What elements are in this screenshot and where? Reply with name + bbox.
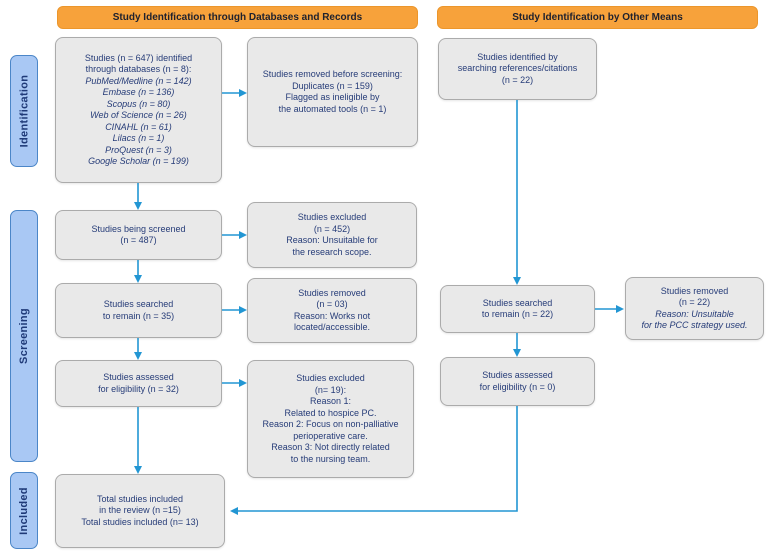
- box-line: Flagged as ineligible by: [285, 92, 380, 102]
- box-line: (n = 452): [313, 223, 351, 234]
- box-line: (n = 22): [501, 74, 534, 85]
- box-removed-before-screening: Studies removed before screening:Duplica…: [247, 37, 418, 147]
- stage-label-identification: Identification: [10, 55, 38, 167]
- box-line: the research scope.: [292, 246, 372, 257]
- box-line: to remain (n = 35): [102, 310, 175, 321]
- box-line: Studies (n = 647) identified: [84, 52, 193, 63]
- box-line: Duplicates (n = 159): [292, 80, 373, 91]
- box-line: through databases (n = 8):: [85, 64, 192, 74]
- box-line: Studies excluded: [296, 373, 365, 383]
- box-line: Studies removed before screening:: [262, 69, 403, 79]
- box-line: Studies assessed: [103, 372, 174, 382]
- box-line: (n = 03): [316, 299, 348, 309]
- box-line: Google Scholar (n = 199): [88, 156, 189, 166]
- stage-label-screening: Screening: [10, 210, 38, 462]
- stage-label-text: Screening: [18, 308, 31, 364]
- header-databases-records: Study Identification through Databases a…: [57, 6, 418, 29]
- box-line: Studies removed: [660, 285, 729, 296]
- box-line: Related to hospice PC.: [284, 407, 377, 418]
- box-line: searching references/citations: [457, 63, 578, 74]
- box-line: CINAHL (n = 61): [105, 121, 172, 132]
- box-line: perioperative care.: [293, 430, 368, 441]
- box-line: the automated tools (n = 1): [278, 103, 387, 114]
- box-line: to remain (n = 22): [481, 309, 554, 319]
- box-line: (n = 487): [120, 235, 157, 245]
- box-studies-screened: Studies being screened(n = 487): [55, 210, 222, 260]
- box-line: Studies searched: [103, 299, 174, 309]
- box-line: Reason 1:: [309, 396, 352, 406]
- box-line: Scopus (n = 80): [106, 98, 171, 109]
- box-line: Lilacs (n = 1): [112, 133, 165, 143]
- header-other-means: Study Identification by Other Means: [437, 6, 758, 29]
- box-line: Studies searched: [482, 297, 553, 308]
- box-line: Reason 2: Focus on non-palliative: [262, 419, 399, 429]
- box-line: located/accessible.: [293, 322, 371, 332]
- stage-label-text: Identification: [18, 74, 30, 148]
- box-line: Total studies included: [96, 493, 184, 504]
- box-line: Studies excluded: [297, 212, 367, 222]
- box-excluded-19: Studies excluded(n= 19):Reason 1:Related…: [247, 360, 414, 478]
- box-line: Studies removed: [298, 287, 366, 298]
- box-line: (n = 22): [678, 297, 711, 307]
- box-line: Total studies included (n= 13): [81, 516, 199, 527]
- box-line: Reason: Works not: [293, 310, 371, 321]
- box-excluded-452: Studies excluded(n = 452)Reason: Unsuita…: [247, 202, 417, 268]
- stage-label-text: Included: [18, 486, 30, 535]
- box-line: Reason: Unsuitable for: [286, 235, 378, 245]
- box-line: in the review (n =15): [99, 505, 181, 516]
- box-line: Studies being screened: [91, 223, 186, 234]
- box-line: Reason 3: Not directly related: [271, 442, 390, 452]
- box-line: for eligibility (n = 0): [479, 381, 556, 392]
- box-line: Reason: Unsuitable: [655, 308, 734, 319]
- box-line: for the PCC strategy used.: [641, 320, 748, 330]
- box-line: Embase (n = 136): [102, 87, 175, 97]
- box-removed-03: Studies removed(n = 03)Reason: Works not…: [247, 278, 417, 343]
- box-line: (n= 19):: [314, 384, 347, 395]
- box-line: to the nursing team.: [290, 453, 371, 464]
- box-line: Web of Science (n = 26): [90, 110, 187, 120]
- box-line: PubMed/Medline (n = 142): [85, 75, 192, 86]
- stage-label-included: Included: [10, 472, 38, 549]
- box-line: for eligibility (n = 32): [98, 383, 179, 394]
- box-line: ProQuest (n = 3): [105, 144, 172, 155]
- box-line: Studies assessed: [482, 370, 553, 380]
- box-line: Studies identified by: [477, 51, 558, 62]
- box-removed-22: Studies removed(n = 22)Reason: Unsuitabl…: [625, 277, 764, 340]
